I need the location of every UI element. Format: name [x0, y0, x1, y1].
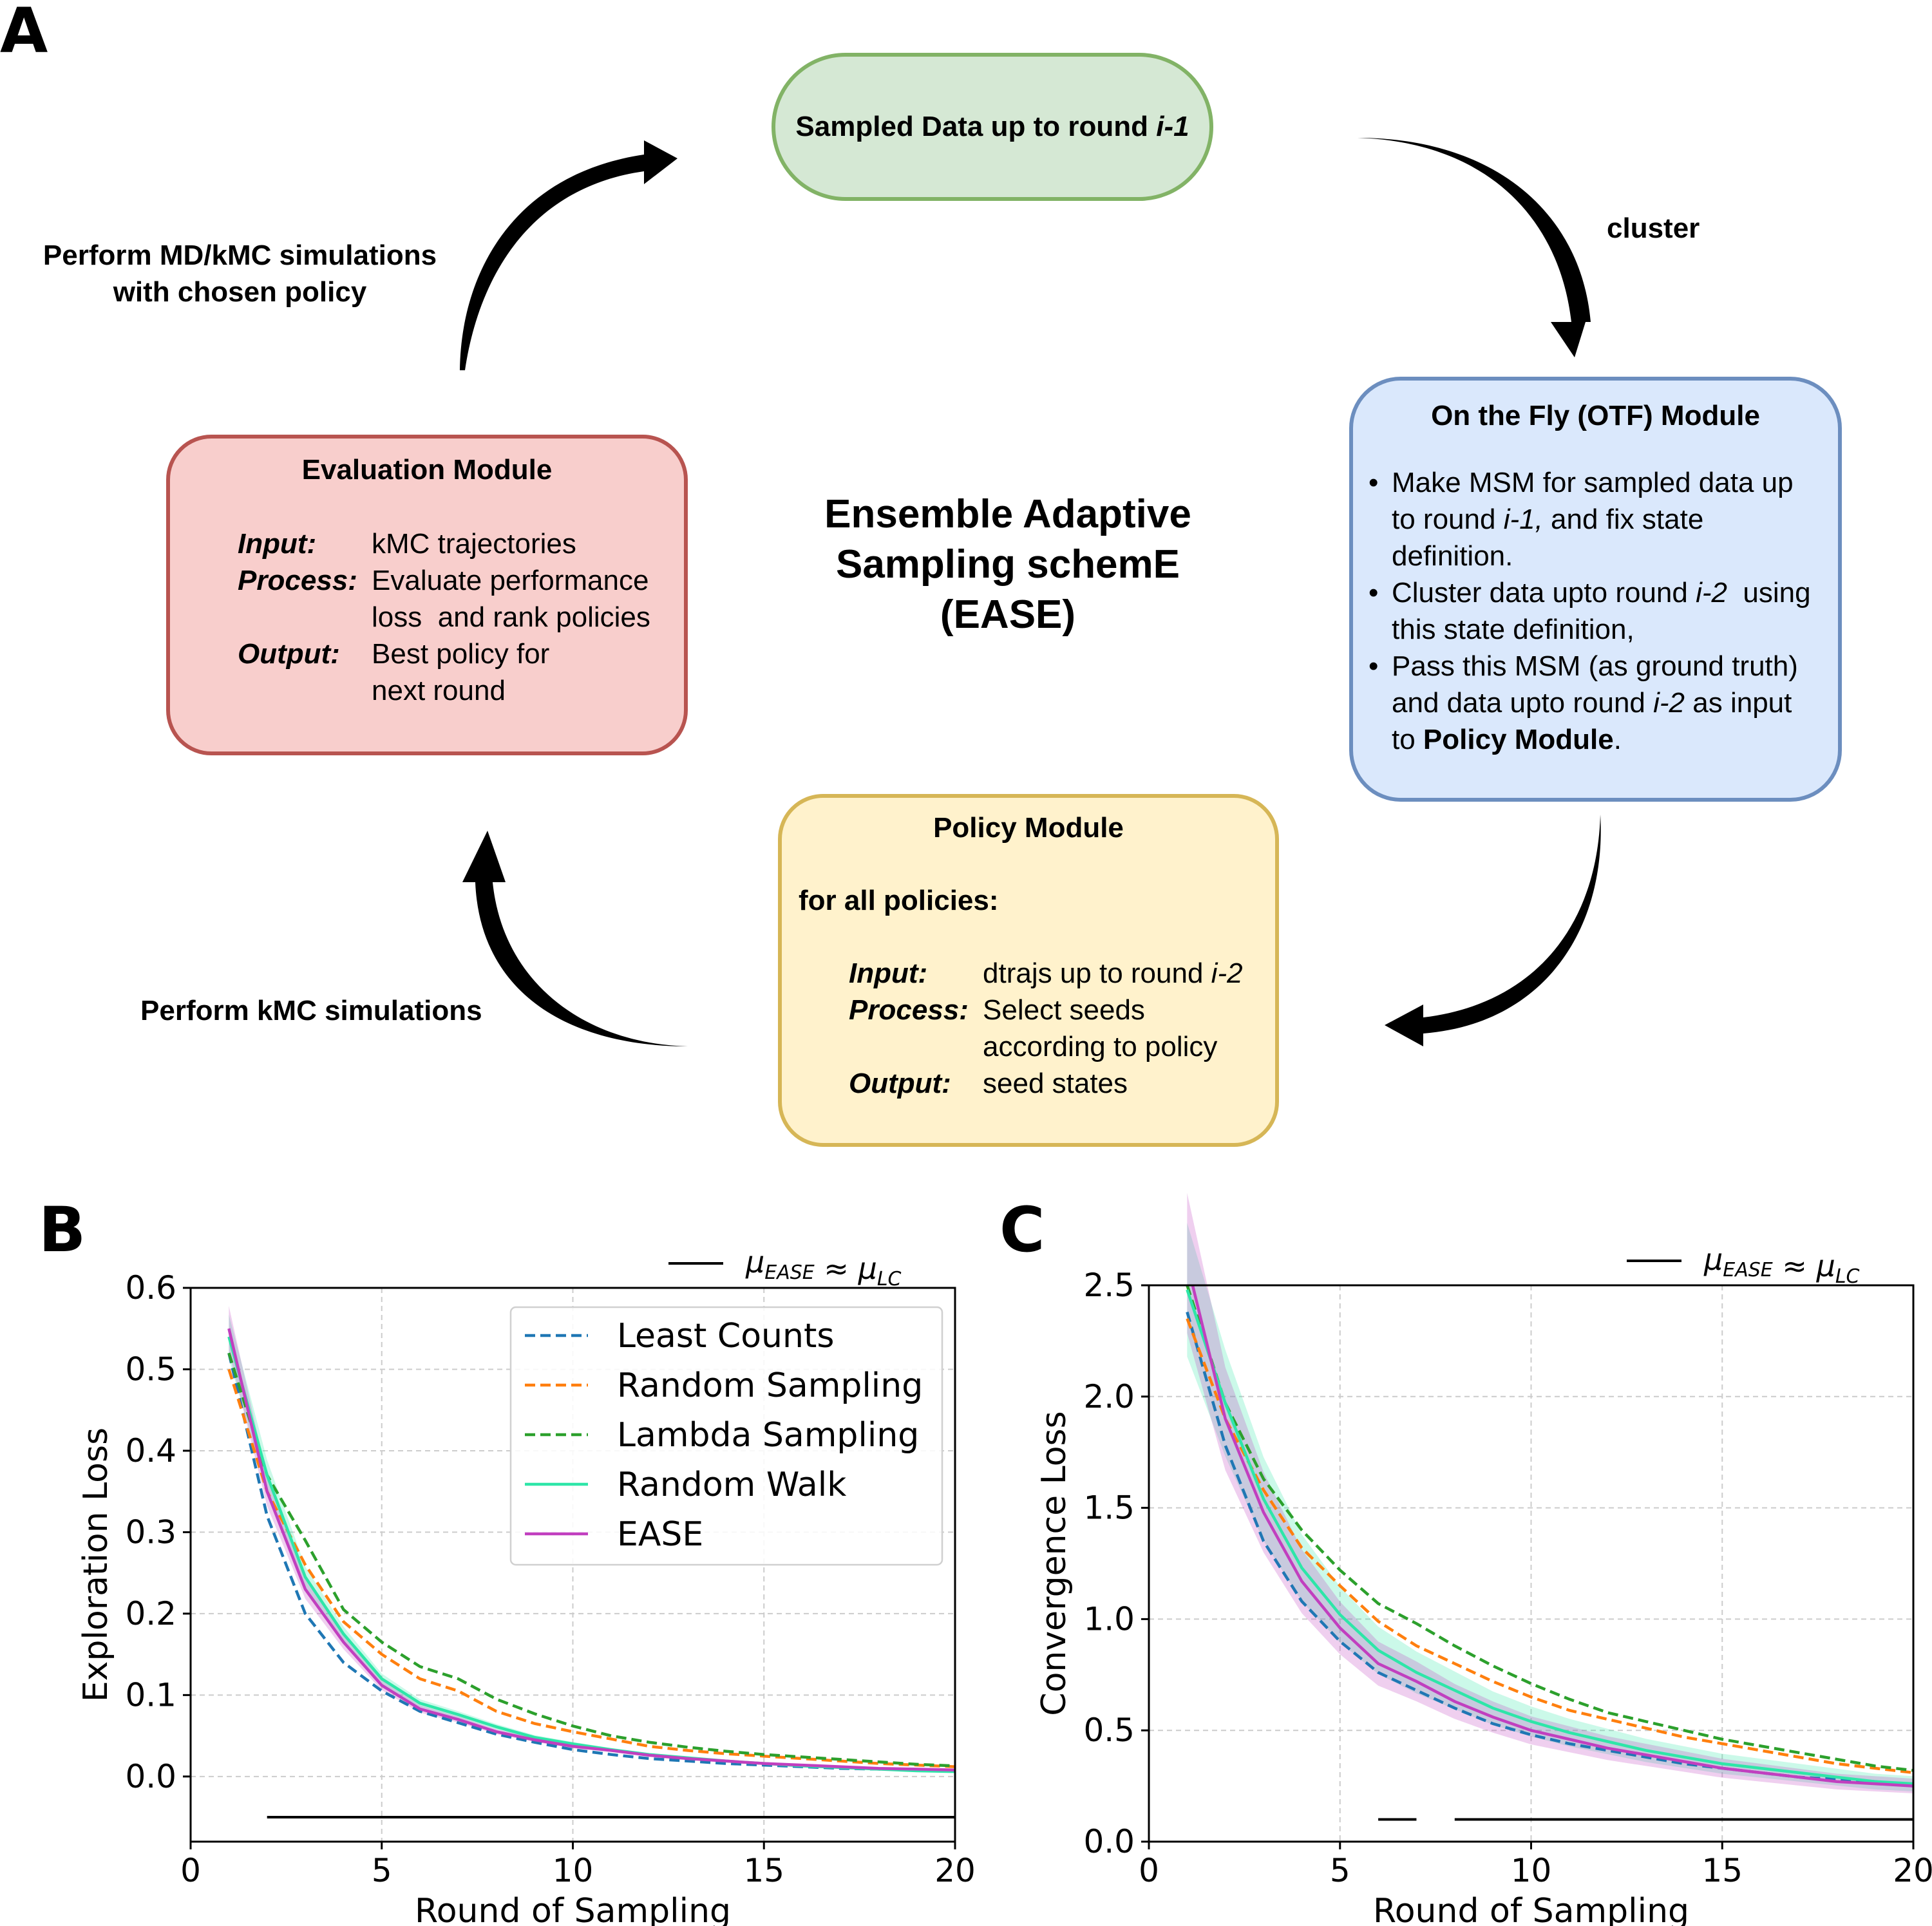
panel-c-letter: C	[999, 1194, 1045, 1266]
panel-a-letter: A	[0, 0, 48, 67]
otf-bullet-3: • Pass this MSM (as ground truth) and da…	[1368, 650, 1798, 755]
sampled-data-text: Sampled Data up to round i-1	[795, 111, 1189, 142]
significance-label: μEASE ≈ μLC	[745, 1245, 902, 1290]
eval-output-label: Output:	[238, 638, 340, 670]
cycle-arrows	[460, 138, 1601, 1046]
otf-bullets: • Make MSM for sampled data up to round …	[1366, 464, 1842, 758]
policy-process-value-2: according to policy	[983, 1031, 1218, 1062]
legend-box	[509, 1306, 943, 1566]
policy-title: Policy Module	[933, 812, 1124, 844]
y-tick-label: 2.5	[1083, 1267, 1135, 1304]
x-tick-label: 0	[180, 1852, 201, 1889]
x-tick-label: 5	[1330, 1852, 1350, 1889]
otf-bullet-1: • Make MSM for sampled data up to round …	[1368, 467, 1794, 572]
y-tick-label: 1.0	[1083, 1600, 1135, 1638]
arrow-to-otf	[1358, 138, 1591, 357]
sampled-data-box: Sampled Data up to round i-1	[772, 53, 1213, 201]
series-line	[227, 1368, 955, 1768]
y-tick-label: 0.5	[1083, 1712, 1135, 1749]
series-line	[227, 1328, 955, 1771]
arrow-to-evaluation	[462, 831, 688, 1046]
policy-output-value: seed states	[983, 1068, 1128, 1099]
kmc-simulation-label: Perform kMC simulations	[140, 995, 482, 1026]
series-line	[1186, 1285, 1913, 1772]
y-tick-label: 1.5	[1083, 1489, 1135, 1527]
x-tick-label: 10	[553, 1852, 594, 1889]
eval-process-value: Evaluate performance	[372, 565, 649, 596]
arrow-to-sampled	[460, 140, 677, 370]
y-tick-label: 0.0	[125, 1758, 176, 1795]
eval-output-value: Best policy for	[372, 638, 550, 670]
evaluation-title: Evaluation Module	[301, 454, 553, 486]
eval-process-value-2: loss and rank policies	[372, 601, 650, 633]
y-tick-label: 0.4	[125, 1432, 176, 1469]
y-tick-label: 0.6	[125, 1269, 176, 1307]
series-line	[227, 1352, 955, 1773]
policy-input-value: dtrajs up to round i-2	[983, 958, 1243, 989]
eval-process-label: Process:	[238, 565, 357, 596]
policy-input-label: Input:	[849, 958, 928, 989]
x-tick-label: 5	[372, 1852, 392, 1889]
confidence-band	[1187, 1223, 1913, 1791]
legend-label: Least Counts	[617, 1317, 834, 1355]
significance-label: μEASE ≈ μLC	[1703, 1242, 1860, 1288]
arrow-to-policy	[1385, 815, 1601, 1046]
cluster-label: cluster	[1607, 212, 1700, 244]
series-line	[227, 1352, 955, 1768]
y-tick-label: 0.5	[125, 1350, 176, 1388]
legend-label: Random Sampling	[617, 1366, 923, 1405]
y-tick-label: 0.2	[125, 1595, 176, 1632]
md-simulation-label: Perform MD/kMC simulations with chosen p…	[43, 240, 437, 308]
x-tick-label: 20	[1893, 1852, 1932, 1889]
y-tick-label: 2.0	[1083, 1378, 1135, 1415]
y-tick-label: 0.1	[125, 1676, 176, 1714]
policy-for-all: for all policies:	[799, 885, 999, 916]
series-line	[1186, 1289, 1913, 1786]
x-tick-label: 10	[1511, 1852, 1552, 1889]
x-axis-label: Round of Sampling	[1373, 1892, 1689, 1926]
otf-title: On the Fly (OTF) Module	[1431, 400, 1760, 431]
policy-process-label: Process:	[849, 994, 969, 1026]
series-line	[1186, 1317, 1913, 1775]
x-tick-label: 15	[1701, 1852, 1743, 1889]
eval-input-value: kMC trajectories	[372, 528, 576, 560]
otf-module-box: On the Fly (OTF) Module • Make MSM for s…	[1349, 377, 1842, 802]
y-axis-label: Convergence Loss	[1035, 1411, 1074, 1715]
policy-module-box: Policy Module for all policies: Input: dt…	[778, 794, 1279, 1147]
y-tick-label: 0.3	[125, 1513, 176, 1551]
legend-label: Random Walk	[617, 1466, 846, 1504]
panel-b-letter: B	[39, 1194, 86, 1266]
otf-bullet-2: • Cluster data upto round i-2 using this…	[1368, 577, 1811, 645]
eval-output-value-2: next round	[372, 675, 506, 706]
evaluation-module-box: Evaluation Module Input: kMC trajectories…	[166, 435, 688, 755]
y-axis-label: Exploration Loss	[77, 1428, 115, 1702]
legend-label: EASE	[617, 1515, 703, 1554]
x-tick-label: 15	[743, 1852, 784, 1889]
series-line	[1191, 1285, 1913, 1788]
x-tick-label: 20	[934, 1852, 976, 1889]
legend-label: Lambda Sampling	[617, 1416, 919, 1455]
x-tick-label: 0	[1139, 1852, 1159, 1889]
series-line	[1186, 1311, 1913, 1788]
policy-output-label: Output:	[849, 1068, 951, 1099]
ease-title: Ensemble Adaptive Sampling schemE (EASE)	[824, 492, 1191, 637]
x-axis-label: Round of Sampling	[415, 1892, 731, 1926]
y-tick-label: 0.0	[1083, 1823, 1135, 1860]
policy-process-value: Select seeds	[983, 994, 1145, 1026]
eval-input-label: Input:	[238, 528, 317, 560]
